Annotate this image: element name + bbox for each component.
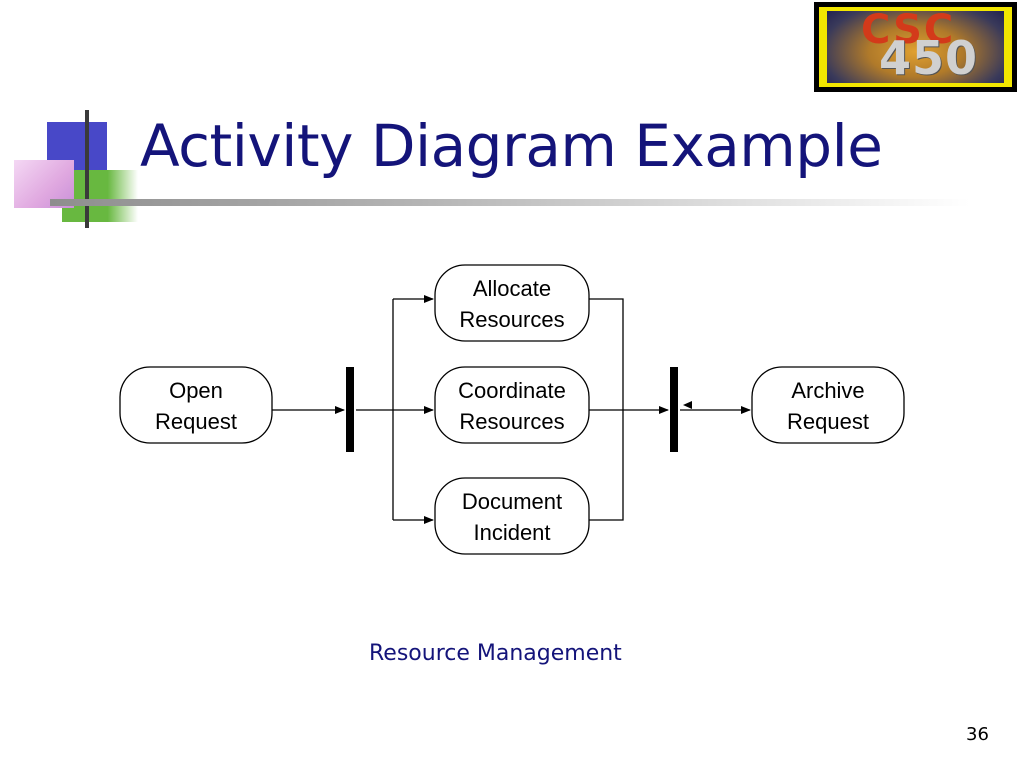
logo-globe-panel: CSC 450 bbox=[827, 11, 1004, 83]
node-open-request-line1: Open bbox=[169, 378, 223, 403]
node-archive-request: Archive Request bbox=[751, 366, 905, 444]
node-allocate-resources-line2: Resources bbox=[459, 307, 564, 332]
join-bar bbox=[670, 367, 678, 452]
edge-fork-trunk bbox=[356, 299, 394, 520]
node-document-incident-line1: Document bbox=[462, 489, 562, 514]
logo-text-csc: CSC bbox=[861, 11, 956, 53]
node-archive-request-line1: Archive bbox=[791, 378, 864, 403]
node-coordinate-resources-line2: Resources bbox=[459, 409, 564, 434]
logo-globe bbox=[827, 11, 1004, 83]
node-allocate-resources: Allocate Resources bbox=[434, 264, 590, 342]
node-archive-request-line2: Request bbox=[787, 409, 869, 434]
course-logo: CSC 450 bbox=[814, 2, 1017, 92]
node-open-request: Open Request bbox=[119, 366, 273, 444]
node-coordinate-resources-line1: Coordinate bbox=[458, 378, 566, 403]
page-number: 36 bbox=[966, 724, 989, 745]
fork-bar bbox=[346, 367, 354, 452]
slide-title: Activity Diagram Example bbox=[140, 112, 883, 180]
decorative-squares bbox=[0, 0, 140, 230]
title-underline bbox=[50, 199, 970, 206]
node-document-incident: Document Incident bbox=[434, 477, 590, 555]
join-small-arrowhead bbox=[683, 401, 692, 409]
node-allocate-resources-line1: Allocate bbox=[473, 276, 551, 301]
diagram-caption: Resource Management bbox=[369, 641, 622, 666]
deco-green-square bbox=[62, 170, 138, 222]
deco-vertical-line bbox=[85, 110, 89, 228]
node-coordinate-resources: Coordinate Resources bbox=[434, 366, 590, 444]
node-open-request-line2: Request bbox=[155, 409, 237, 434]
node-document-incident-line2: Incident bbox=[473, 520, 550, 545]
logo-text-450: 450 bbox=[879, 31, 979, 83]
